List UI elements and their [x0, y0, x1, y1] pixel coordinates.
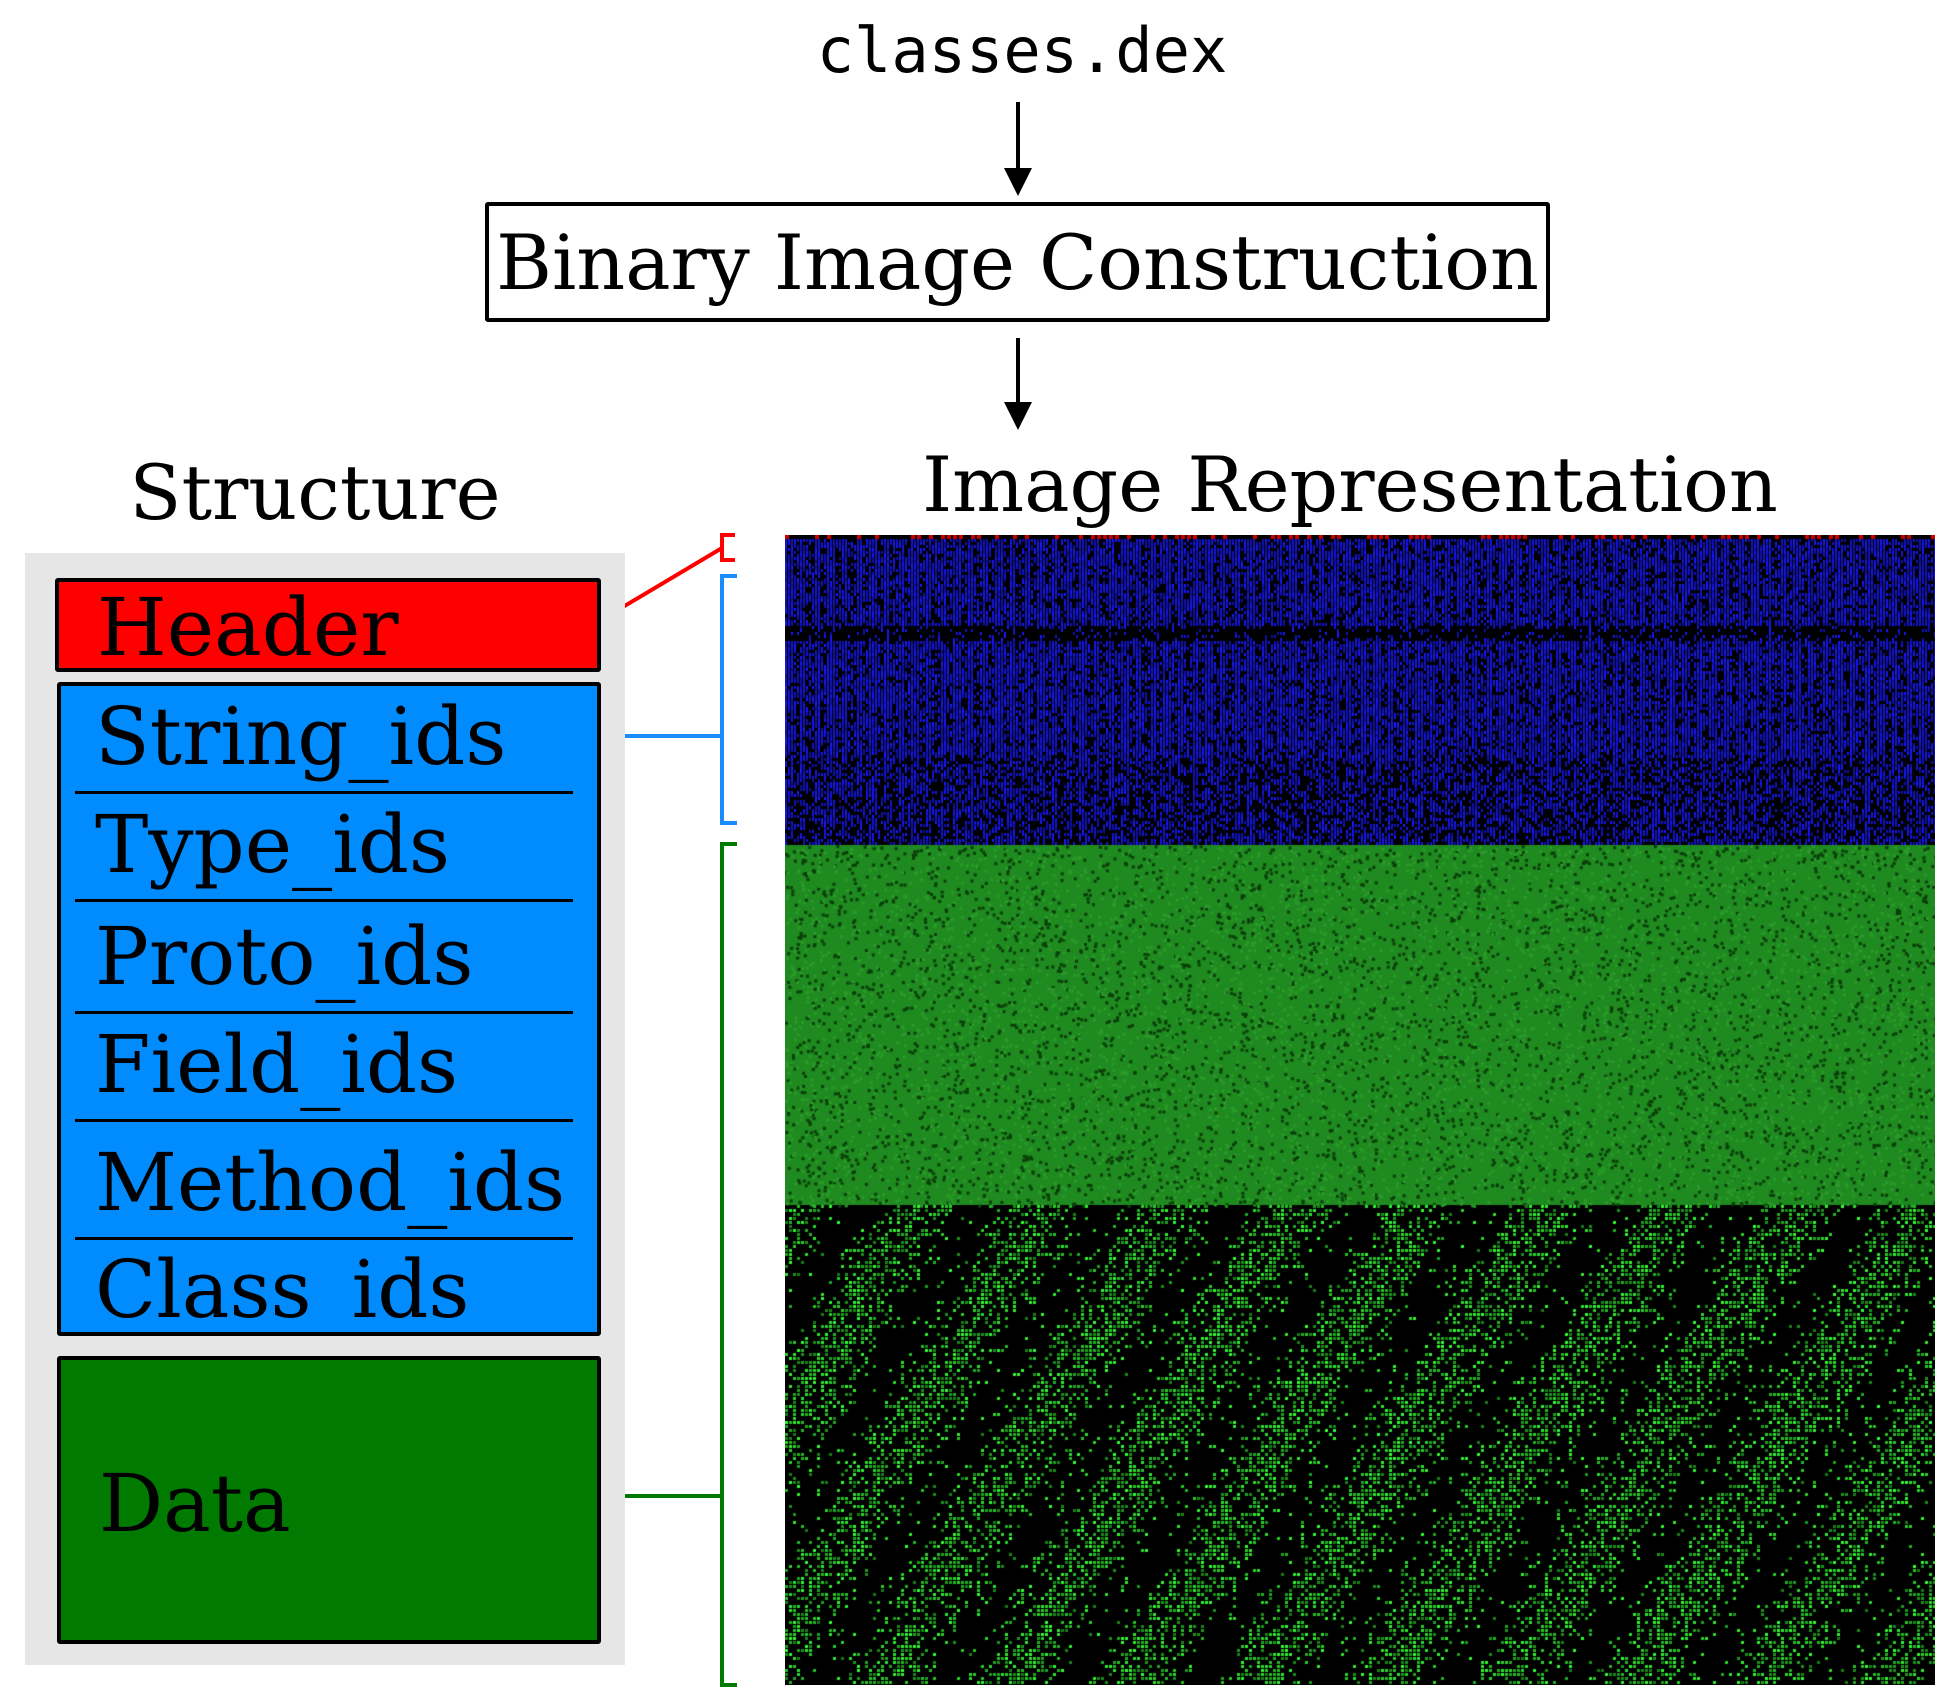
binary-image-representation: [785, 535, 1935, 1685]
id-row-type: Type_ids: [75, 794, 573, 902]
structure-title: Structure: [129, 448, 501, 537]
id-label-type: Type_ids: [95, 798, 450, 891]
data-label: Data: [99, 1457, 291, 1550]
ids-section: String_ids Type_ids Proto_ids Field_ids …: [57, 682, 601, 1336]
id-label-method: Method_ids: [95, 1136, 566, 1229]
id-label-field: Field_ids: [95, 1018, 459, 1111]
id-row-field: Field_ids: [75, 1014, 573, 1122]
header-bracket: [720, 533, 735, 562]
id-row-proto: Proto_ids: [75, 902, 573, 1014]
id-label-string: String_ids: [95, 690, 507, 783]
image-title: Image Representation: [922, 440, 1778, 529]
id-label-class: Class_ids: [95, 1243, 470, 1336]
id-row-class: Class_ids: [75, 1240, 573, 1338]
id-label-proto: Proto_ids: [95, 910, 474, 1003]
data-bracket: [720, 842, 737, 1687]
id-row-string: String_ids: [75, 686, 573, 794]
arrow-head-2: [1004, 402, 1032, 430]
arrow-head-1: [1004, 168, 1032, 196]
header-section: Header: [55, 578, 601, 672]
data-section: Data: [57, 1356, 601, 1644]
id-row-method: Method_ids: [75, 1122, 573, 1240]
ids-bracket: [720, 574, 737, 825]
header-label: Header: [97, 581, 399, 674]
process-box: Binary Image Construction: [485, 202, 1550, 322]
input-file-label: classes.dex: [816, 14, 1228, 87]
